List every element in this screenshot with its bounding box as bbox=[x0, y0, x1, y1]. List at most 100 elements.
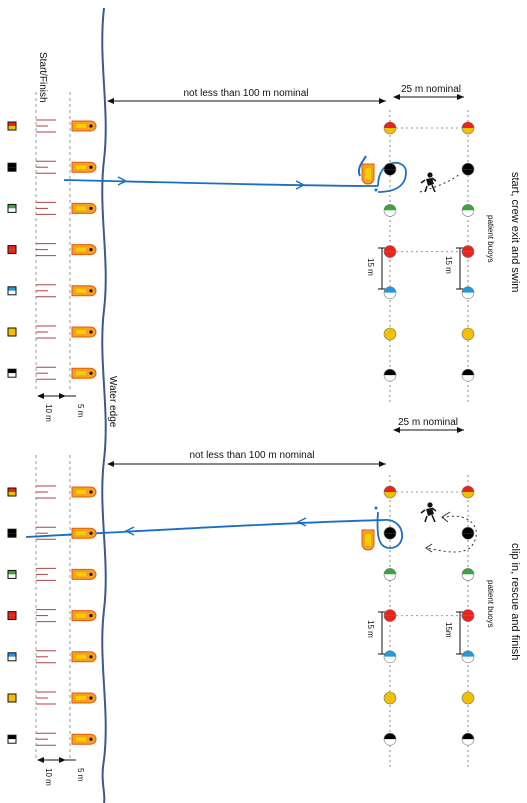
lane-marker-bottom bbox=[8, 126, 16, 130]
buoy-top-half bbox=[384, 568, 396, 575]
water-edge-label: Water edge bbox=[107, 376, 118, 428]
panel-title-rescue: clip in, rescue and finish bbox=[509, 543, 521, 660]
lane-marker-top bbox=[8, 204, 16, 209]
buoy-top-half bbox=[384, 245, 396, 252]
buoy-bottom-half bbox=[462, 739, 474, 746]
buoy-top-half bbox=[384, 692, 396, 698]
buoy-top-half bbox=[462, 204, 474, 211]
buoy-top-half bbox=[462, 527, 474, 534]
boat-flame bbox=[76, 696, 86, 700]
lane-marker-top bbox=[8, 163, 16, 168]
distance-buoys-label: 25 m nominal bbox=[401, 84, 461, 95]
buoy-outline bbox=[461, 568, 475, 581]
buoy-bottom-half bbox=[384, 533, 396, 540]
buoy-top-half bbox=[462, 369, 474, 376]
swim-loop bbox=[376, 511, 404, 549]
lane-marker-border bbox=[7, 327, 17, 337]
buoy-bottom-half bbox=[384, 210, 396, 217]
buoy-bottom-half bbox=[462, 251, 474, 258]
lane-marker-border bbox=[7, 487, 17, 497]
lane-marker-top bbox=[8, 488, 16, 492]
buoy-bottom-half bbox=[462, 492, 474, 498]
lane-width-label: 10 m bbox=[44, 768, 53, 786]
rescue-board-flame bbox=[365, 534, 371, 546]
buoy-top-half bbox=[384, 733, 396, 740]
lane-marker-border bbox=[7, 368, 17, 378]
buoy-outline bbox=[461, 650, 475, 664]
buoy-top-half bbox=[462, 692, 474, 698]
buoy-top-half bbox=[462, 486, 474, 492]
buoy-top-half bbox=[384, 527, 396, 534]
buoy-top-half bbox=[462, 609, 474, 616]
swimmer-icon bbox=[420, 172, 437, 193]
buoy-top-half bbox=[462, 245, 474, 252]
buoy-bottom-half bbox=[462, 292, 474, 299]
lane-marker-border bbox=[7, 611, 17, 621]
lane-marker-border bbox=[7, 569, 17, 579]
lane-marker-top bbox=[8, 328, 16, 332]
boat-dot bbox=[89, 737, 93, 741]
lane-marker-bottom bbox=[8, 290, 16, 295]
lane-marker-bottom bbox=[8, 167, 16, 172]
buoy-top-half bbox=[462, 650, 474, 657]
panel-title-start: start, crew exit and swim bbox=[509, 172, 521, 292]
boat-flame bbox=[76, 206, 86, 211]
boat-flame bbox=[76, 288, 86, 293]
boat-flame bbox=[76, 572, 86, 577]
start-finish-label: Start/Finish bbox=[37, 52, 48, 103]
buoy-top-half bbox=[384, 163, 396, 170]
swim-loop bbox=[377, 161, 407, 193]
buoy-outline bbox=[383, 327, 397, 341]
distance-buoys-label: 25 m nominal bbox=[398, 417, 458, 428]
swim-dotted-arrow bbox=[425, 543, 433, 553]
buoy-bottom-half bbox=[384, 739, 396, 746]
lane-marker-top bbox=[8, 369, 16, 374]
buoy-outline bbox=[461, 162, 475, 176]
distance-shore-label: not less than 100 m nominal bbox=[189, 450, 314, 461]
lane-marker-top bbox=[8, 286, 16, 291]
lane-marker-bottom bbox=[8, 373, 16, 378]
boat-spacing-label: 5 m bbox=[76, 404, 85, 418]
buoy-outline bbox=[461, 286, 475, 300]
swim-dotted-path bbox=[425, 515, 477, 553]
buoy-bottom-half bbox=[384, 615, 396, 622]
buoy-outline bbox=[383, 732, 397, 746]
lane-marker-top bbox=[8, 529, 16, 534]
boat-dot bbox=[89, 696, 93, 700]
lane-marker-border bbox=[7, 286, 17, 296]
lane-marker-border bbox=[7, 245, 17, 255]
buoy-bottom-half bbox=[384, 334, 396, 340]
swimmer-icon bbox=[420, 502, 437, 523]
rescue-tube bbox=[357, 155, 367, 177]
buoy-outline bbox=[383, 286, 397, 300]
swim-path-arrow bbox=[124, 526, 135, 536]
lane-marker-bottom bbox=[8, 656, 16, 661]
buoy-bottom-half bbox=[462, 210, 474, 217]
lane-marker-top bbox=[8, 611, 16, 616]
lane-marker-border bbox=[7, 734, 17, 744]
lane-marker-border bbox=[7, 652, 17, 662]
boat-flame bbox=[76, 654, 86, 659]
buoy-bottom-half bbox=[384, 492, 396, 498]
buoy-top-half bbox=[384, 328, 396, 334]
buoy-bottom-half bbox=[384, 698, 396, 704]
buoy-bottom-half bbox=[384, 128, 396, 134]
buoy-outline bbox=[383, 162, 397, 176]
lane-marker-bottom bbox=[8, 492, 16, 496]
buoy-outline bbox=[461, 327, 475, 341]
buoy-outline bbox=[461, 526, 475, 540]
lane-marker-bottom bbox=[8, 332, 16, 336]
boat-flame bbox=[76, 371, 86, 376]
swim-path-arrow bbox=[296, 517, 307, 527]
buoy-bottom-half bbox=[384, 656, 396, 663]
lane-marker-border bbox=[7, 203, 17, 213]
lane-marker-bottom bbox=[8, 574, 16, 579]
lane-marker-top bbox=[8, 694, 16, 698]
boat-dot bbox=[89, 289, 93, 293]
buoy-bottom-half bbox=[462, 334, 474, 340]
boat-dot bbox=[89, 655, 93, 659]
buoy-spacing-label: 15 m bbox=[366, 620, 375, 638]
buoy-top-half bbox=[462, 122, 474, 128]
buoy-outline bbox=[383, 526, 397, 540]
buoy-outline bbox=[383, 691, 397, 705]
